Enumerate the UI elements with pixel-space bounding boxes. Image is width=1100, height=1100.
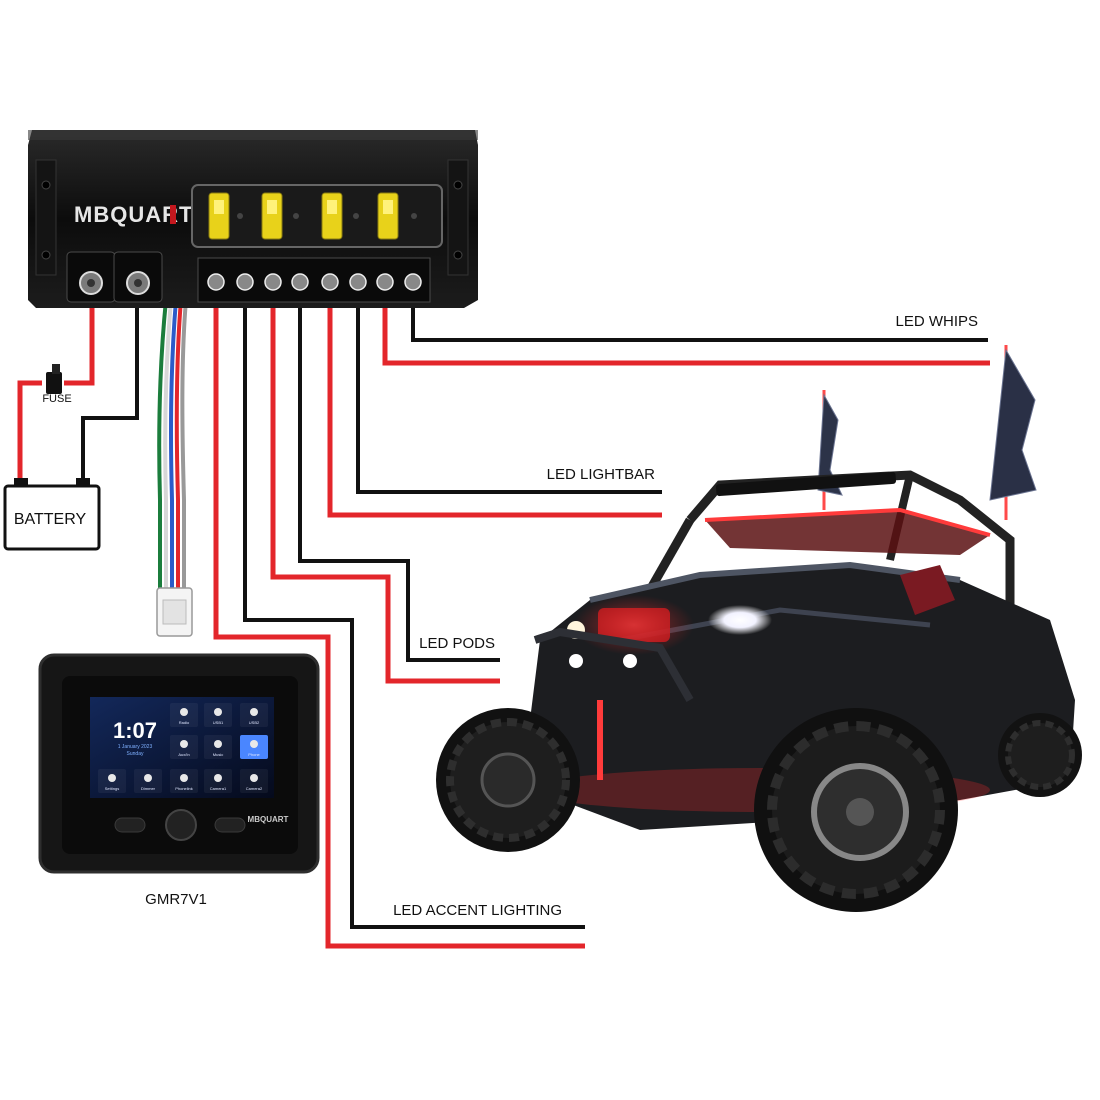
- app-icon: [180, 740, 188, 748]
- wire-pods-negative: [298, 292, 500, 662]
- blade-fuse-1: [208, 192, 230, 240]
- blade-fuse-3: [321, 192, 343, 240]
- app-tile-dimmer[interactable]: Dimmer: [134, 769, 162, 793]
- fuse-label: FUSE: [42, 393, 71, 405]
- wheel-front-right: [754, 708, 958, 912]
- output-terminal-strip: [197, 257, 431, 303]
- battery-negative-terminal: [113, 251, 163, 303]
- wire-lightbar-positive: [327, 292, 662, 518]
- roof-lightbar: [716, 471, 896, 497]
- day-display: Sunday: [127, 751, 144, 757]
- app-label: Aux/In: [178, 752, 189, 757]
- wheel-front-left: [436, 708, 580, 852]
- app-icon: [250, 708, 258, 716]
- headlight: [708, 605, 772, 635]
- app-icon: [214, 774, 222, 782]
- app-icon: [108, 774, 116, 782]
- pod-light-3: [623, 654, 637, 668]
- brand-accent-mark: [170, 205, 176, 224]
- app-icon: [214, 708, 222, 716]
- label-led-lightbar: LED LIGHTBAR: [547, 466, 656, 483]
- app-label: Dimmer: [141, 786, 156, 791]
- label-led-accent-lighting: LED ACCENT LIGHTING: [393, 902, 562, 919]
- app-icon: [144, 774, 152, 782]
- battery-positive-wire: [64, 293, 95, 386]
- inline-fuse: FUSE: [42, 364, 72, 405]
- app-label: Phone: [248, 752, 260, 757]
- date-display: 1 January 2023: [118, 744, 153, 750]
- pod-light-2: [569, 654, 583, 668]
- roof-accent-glow: [704, 507, 991, 537]
- app-label: Settings: [105, 786, 119, 791]
- app-label: Music: [213, 752, 223, 757]
- blade-fuse-4: [377, 192, 399, 240]
- app-label: Radio: [179, 720, 190, 725]
- wire-pods-positive: [270, 292, 500, 684]
- app-tile-usb1[interactable]: USB1: [204, 703, 232, 727]
- app-icon: [214, 740, 222, 748]
- power-control-module: MBQUART: [28, 130, 478, 308]
- blade-fuse-2: [261, 192, 283, 240]
- wheel-rear-right: [998, 713, 1082, 797]
- battery-label: BATTERY: [14, 511, 87, 528]
- app-icon: [180, 774, 188, 782]
- wire-whips-positive: [382, 292, 990, 366]
- clock-display: 1:07: [113, 718, 157, 743]
- app-icon: [250, 740, 258, 748]
- app-label: Camera1: [210, 786, 227, 791]
- flag-right: [989, 348, 1037, 501]
- battery-positive-terminal: [66, 251, 116, 303]
- app-tile-aux-in[interactable]: Aux/In: [170, 735, 198, 759]
- head-unit-model-label: GMR7V1: [145, 891, 207, 908]
- volume-knob[interactable]: [165, 809, 197, 841]
- head-unit-harness: [156, 299, 193, 637]
- app-tile-usb2[interactable]: USB2: [240, 703, 268, 727]
- app-label: Phonelink: [175, 786, 193, 791]
- wire-accent-negative: [243, 292, 585, 929]
- app-tile-music[interactable]: Music: [204, 735, 232, 759]
- head-unit-brand: MBQUART: [248, 815, 289, 824]
- app-tile-settings[interactable]: Settings: [98, 769, 126, 793]
- battery: BATTERY: [3, 478, 101, 551]
- label-led-whips: LED WHIPS: [895, 313, 978, 330]
- app-tile-radio[interactable]: Radio: [170, 703, 198, 727]
- utv-vehicle: [436, 345, 1082, 912]
- app-icon: [180, 708, 188, 716]
- wire-accent-positive: [213, 292, 585, 949]
- label-led-pods: LED PODS: [419, 635, 495, 652]
- left-rocker[interactable]: [114, 817, 146, 833]
- app-tile-camera1[interactable]: Camera1: [204, 769, 232, 793]
- app-tile-camera2[interactable]: Camera2: [240, 769, 268, 793]
- app-label: USB1: [213, 720, 224, 725]
- battery-negative-wire: [81, 293, 139, 485]
- right-rocker[interactable]: [214, 817, 246, 833]
- wire-lightbar-negative: [356, 292, 662, 494]
- head-unit-gmr7v1: 1:07 1 January 2023 Sunday Radio USB1 USB2…: [38, 653, 320, 874]
- app-tile-phonelink[interactable]: Phonelink: [170, 769, 198, 793]
- app-label: Camera2: [246, 786, 263, 791]
- app-tile-phone[interactable]: Phone: [240, 735, 268, 759]
- wire-group: [17, 292, 990, 949]
- app-label: USB2: [249, 720, 260, 725]
- app-icon: [250, 774, 258, 782]
- battery-positive-wire-2: [17, 380, 42, 485]
